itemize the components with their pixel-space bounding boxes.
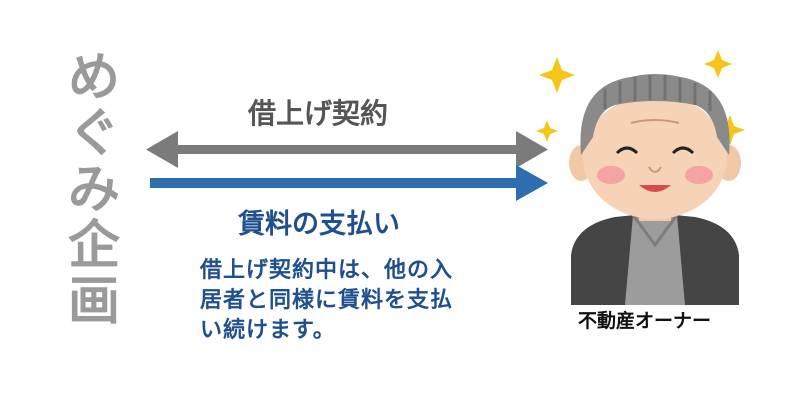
description-line: 居者と同様に賃料を支払 [200, 288, 454, 313]
description-text: 借上げ契約中は、他の入 居者と同様に賃料を支払 い続けます。 [200, 256, 500, 346]
company-name-vertical: め ぐ み 企 画 [64, 50, 124, 330]
sublease-contract-label: 借上げ契約 [248, 97, 389, 130]
owner-illustration [536, 50, 745, 305]
double-arrow-icon [146, 131, 548, 168]
company-char: め [67, 48, 120, 108]
company-char: 画 [67, 272, 120, 332]
rent-payment-label: 賃料の支払い [238, 209, 400, 240]
right-arrow-icon [150, 165, 548, 201]
company-char: ぐ [67, 104, 120, 164]
description-line: 借上げ契約中は、他の入 [200, 258, 454, 283]
company-char: み [67, 160, 120, 220]
company-char: 企 [67, 216, 120, 276]
description-line: い続けます。 [200, 318, 336, 343]
property-owner-label: 不動産オーナー [578, 310, 712, 332]
sparkle-icon [536, 50, 745, 145]
